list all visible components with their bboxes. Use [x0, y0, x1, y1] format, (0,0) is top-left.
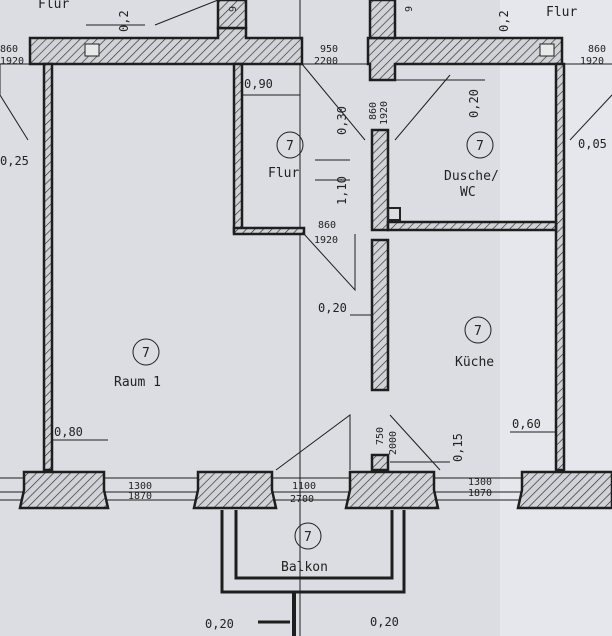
dim-door-dusche-h: 1920 [379, 101, 390, 125]
dim-top-left-stub: 9 [228, 6, 239, 12]
room-label-flur: Flur [268, 166, 299, 181]
dim-top-left-wall: 0,2 [117, 10, 131, 32]
room-number-circles [132, 131, 494, 550]
dim-door-left-h: 1920 [0, 56, 24, 67]
dim-door-kueche-h: 2000 [388, 431, 399, 455]
room-label-flur-top-right: Flur [546, 5, 577, 20]
dim-window-left-h: 1870 [128, 491, 152, 502]
dim-window-left-w: 1300 [128, 481, 152, 492]
dim-bottom-left-020: 0,20 [205, 617, 234, 631]
dim-right-005: 0,05 [578, 137, 607, 151]
dim-right-060: 0,60 [512, 417, 541, 431]
dim-flur-width: 0,90 [244, 77, 273, 91]
balcony [220, 510, 406, 636]
room-label-wc: WC [460, 185, 476, 200]
dim-kueche-015: 0,15 [451, 433, 465, 462]
door-swings [0, 0, 612, 471]
dim-top-right-wall: 0,2 [497, 10, 511, 32]
dim-window-right-h: 1870 [468, 488, 492, 499]
dim-door-dusche-w: 860 [368, 102, 379, 120]
room-label-balkon: Balkon [281, 560, 328, 575]
dim-window-center-w: 1100 [292, 481, 316, 492]
room-label-flur-top-left: Flur [38, 0, 69, 12]
dim-flur-110: 1,10 [335, 176, 349, 205]
bottom-walls [0, 470, 612, 510]
interior-walls [42, 62, 566, 472]
room-label-kueche: Küche [455, 355, 494, 370]
dim-window-center-h: 2700 [290, 494, 314, 505]
dim-bottom-right-020: 0,20 [370, 615, 399, 629]
room-label-dusche: Dusche/ [444, 169, 499, 184]
dim-door-right-w: 860 [588, 44, 606, 55]
dim-door-right-h: 1920 [580, 56, 604, 67]
room-number-balkon: 7 [304, 530, 312, 545]
room-number-dusche: 7 [476, 139, 484, 154]
room-number-raum1: 7 [142, 346, 150, 361]
dim-door-center-w: 950 [320, 44, 338, 55]
dim-door-kueche-w: 750 [375, 427, 386, 445]
dim-top-right-stub: 9 [404, 6, 415, 12]
dim-raum-080: 0,80 [54, 425, 83, 439]
dim-window-right-w: 1300 [468, 477, 492, 488]
room-label-raum1: Raum 1 [114, 375, 161, 390]
dim-door-flur-w: 860 [318, 220, 336, 231]
dim-center-020: 0,20 [318, 301, 347, 315]
room-number-flur: 7 [286, 139, 294, 154]
dim-dusche-020: 0,20 [467, 89, 481, 118]
dimension-lines [52, 24, 556, 624]
dim-door-center-h: 2200 [314, 56, 338, 67]
top-walls [0, 0, 612, 82]
dim-left-025: 0,25 [0, 154, 29, 168]
dim-flur-030: 0,30 [335, 106, 349, 135]
dim-door-flur-h: 1920 [314, 235, 338, 246]
room-number-kueche: 7 [474, 324, 482, 339]
dim-door-left-w: 860 [0, 44, 18, 55]
